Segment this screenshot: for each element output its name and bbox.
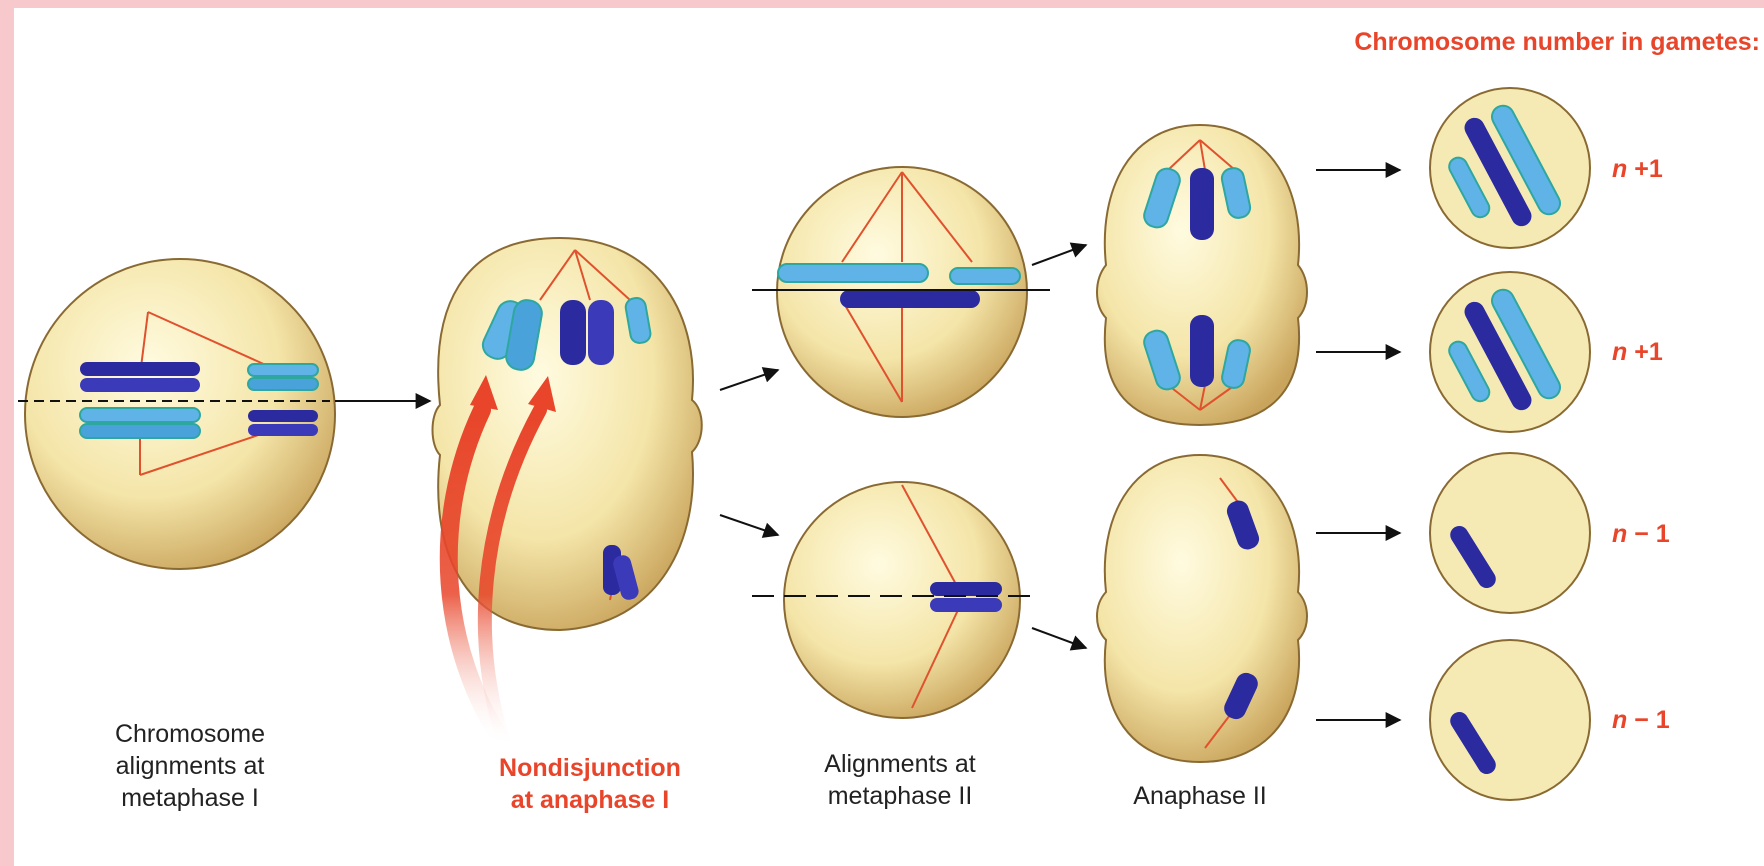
gamete-1-count: n +1 xyxy=(1612,155,1663,184)
chromosome-pair-large-light xyxy=(80,408,200,438)
gamete-4-count: n − 1 xyxy=(1612,706,1670,735)
anaphase-ii-cell-bottom xyxy=(1097,455,1307,762)
metaphase-ii-label: Alignments at metaphase II xyxy=(780,748,1020,812)
chromosome-pair-small-light xyxy=(248,364,318,390)
gamete-3-count: n − 1 xyxy=(1612,520,1670,549)
metaphase-ii-cell-bottom xyxy=(752,482,1040,718)
gamete-2 xyxy=(1430,272,1590,432)
arrow-to-metaphase-ii-top xyxy=(720,370,778,390)
anaphase-ii-cell-top xyxy=(1097,125,1307,425)
metaphase-i-label: Chromosome alignments at metaphase I xyxy=(60,718,320,814)
arrow-to-anaphase-ii-bottom xyxy=(1032,628,1086,648)
gamete-4 xyxy=(1430,640,1590,800)
nondisjunction-label: Nondisjunction at anaphase I xyxy=(450,752,730,816)
gamete-3 xyxy=(1430,453,1590,613)
metaphase-ii-cell-top xyxy=(752,167,1050,417)
arrow-to-metaphase-ii-bottom xyxy=(720,515,778,535)
gamete-chromosome-number-heading: Chromosome number in gametes: xyxy=(1190,28,1760,57)
arrow-to-anaphase-ii-top xyxy=(1032,245,1086,265)
metaphase-i-cell xyxy=(18,259,335,569)
anaphase-ii-label: Anaphase II xyxy=(1100,780,1300,812)
gamete-2-count: n +1 xyxy=(1612,338,1663,367)
gamete-1 xyxy=(1430,88,1590,248)
